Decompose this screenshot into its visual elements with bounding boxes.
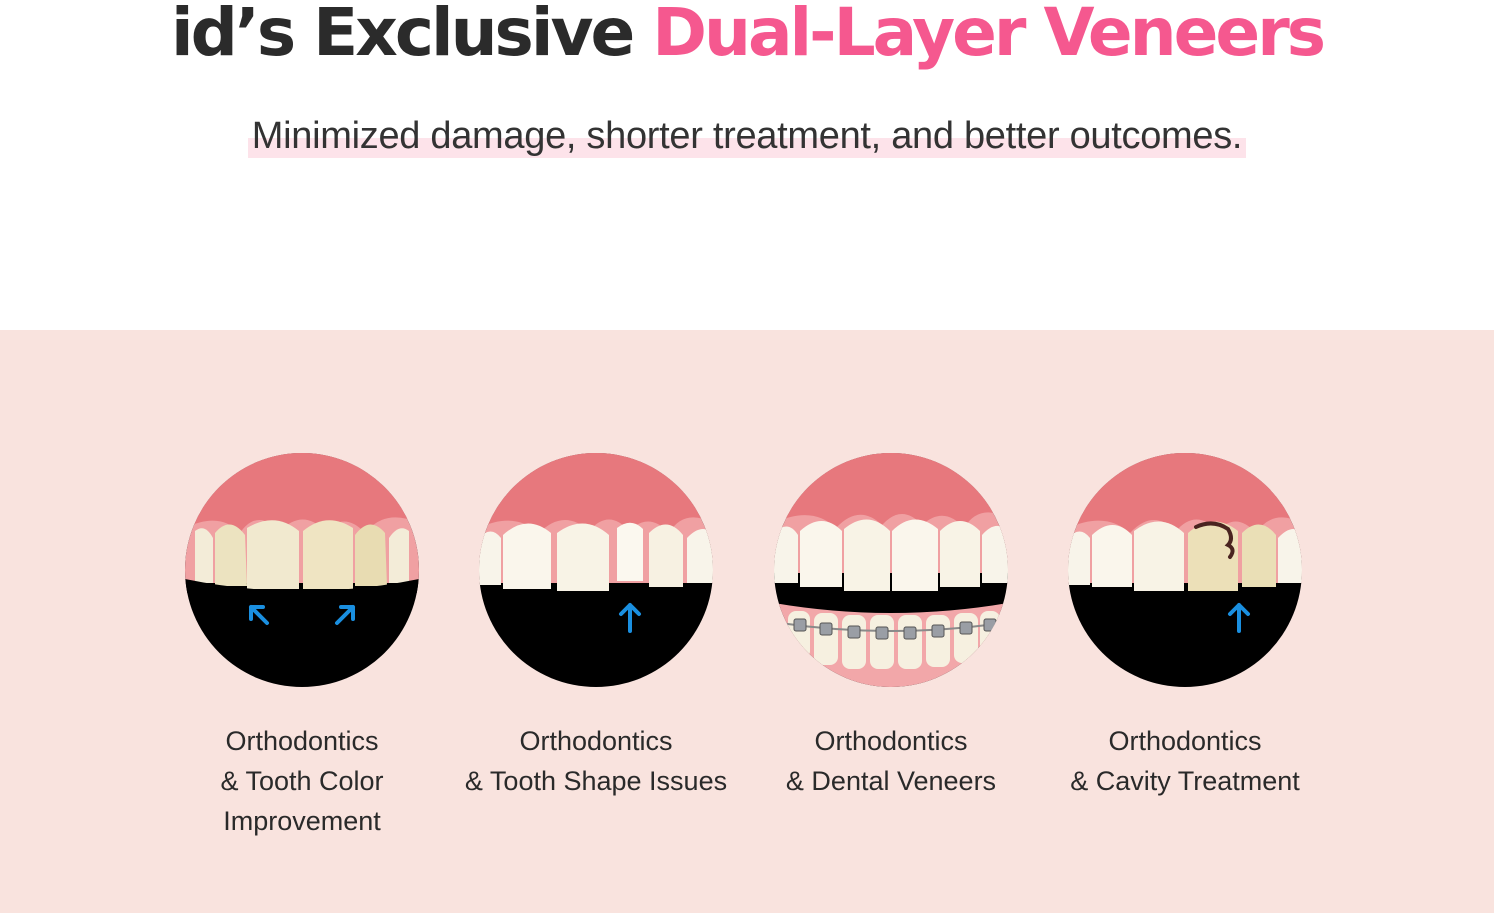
title-dark-part: id’s Exclusive (170, 0, 635, 71)
brackets (793, 618, 997, 640)
card-caption: Orthodontics & Cavity Treatment (1035, 721, 1335, 801)
page-subtitle: Minimized damage, shorter treatment, and… (247, 112, 1247, 160)
card-caption: Orthodontics & Dental Veneers (741, 721, 1041, 801)
treatment-card-veneers: Orthodontics & Dental Veneers (741, 453, 1041, 801)
caption-line: Orthodontics (1108, 726, 1262, 756)
arrow-icons (619, 603, 641, 633)
teeth-shape-issue-icon (479, 453, 713, 687)
caption-line: Orthodontics (225, 726, 379, 756)
treatment-card-color: Orthodontics & Tooth Color Improvement (152, 453, 452, 841)
hero-section: id’s Exclusive Dual-Layer Veneers Minimi… (0, 0, 1494, 330)
caption-line: & Cavity Treatment (1070, 766, 1300, 796)
teeth-braces-veneers-icon (774, 453, 1008, 687)
arrow-icons (249, 605, 355, 625)
teeth-color-improvement-icon (185, 453, 419, 687)
title-pink-part: Dual-Layer Veneers (652, 0, 1326, 71)
caption-line: Orthodontics (814, 726, 968, 756)
page-title: id’s Exclusive Dual-Layer Veneers (0, 0, 1494, 76)
caption-line: & Dental Veneers (785, 766, 997, 796)
teeth-cavity-icon (1068, 453, 1302, 687)
card-caption: Orthodontics & Tooth Color Improvement (152, 721, 452, 841)
treatment-card-shape: Orthodontics & Tooth Shape Issues (446, 453, 746, 801)
subtitle-highlight (247, 138, 1247, 158)
arrow-icons (1228, 603, 1250, 633)
subtitle-text: Minimized damage, shorter treatment, and… (251, 115, 1243, 157)
caption-line: Improvement (223, 806, 381, 836)
card-caption: Orthodontics & Tooth Shape Issues (446, 721, 746, 801)
caption-line: & Tooth Shape Issues (464, 766, 728, 796)
subtitle-wrapper: Minimized damage, shorter treatment, and… (0, 112, 1494, 160)
treatment-card-cavity: Orthodontics & Cavity Treatment (1035, 453, 1335, 801)
caption-line: & Tooth Color (220, 766, 384, 796)
caption-line: Orthodontics (519, 726, 673, 756)
teeth-row (195, 520, 409, 589)
